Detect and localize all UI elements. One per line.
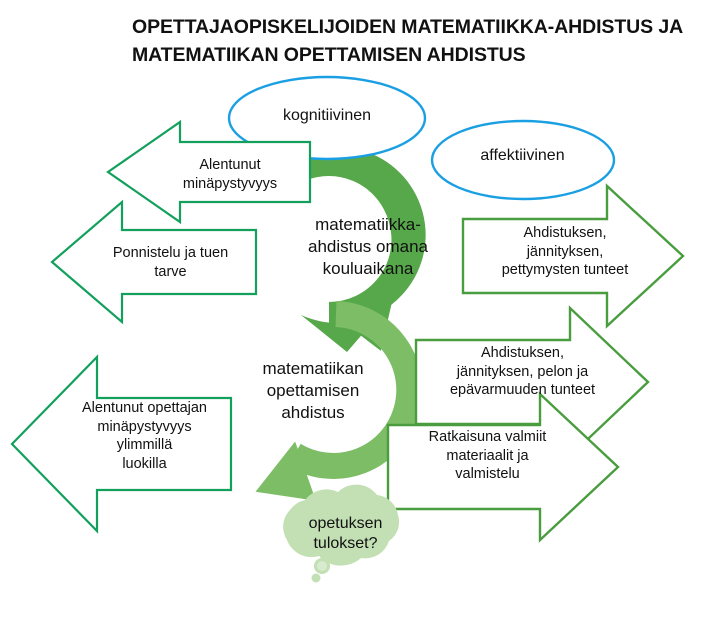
diagram-title-line-1: OPETTAJAOPISKELIJOIDEN MATEMATIIKKA-AHDI… (132, 16, 684, 38)
diagram-title: OPETTAJAOPISKELIJOIDEN MATEMATIIKKA-AHDI… (132, 14, 692, 69)
arrow-ratkaisuna-valmiit-materiaalit (386, 391, 620, 543)
arrow-ponnistelu-ja-tuen-tarve (50, 199, 258, 325)
arrow-ahdistuksen-pettymysten (461, 183, 685, 329)
diagram-title-line-2: MATEMATIIKAN OPETTAMISEN AHDISTUS (132, 43, 526, 66)
cycle-lower-ring (255, 301, 423, 501)
arrow-alentunut-opettajan-minapystyvyys (10, 354, 233, 534)
arrow-alentunut-minapystyvyys (106, 119, 312, 225)
thought-cloud-opetuksen-tulokset (283, 484, 400, 583)
ellipse-affektiivinen (430, 119, 616, 201)
ellipse-kognitiivinen (227, 75, 427, 161)
